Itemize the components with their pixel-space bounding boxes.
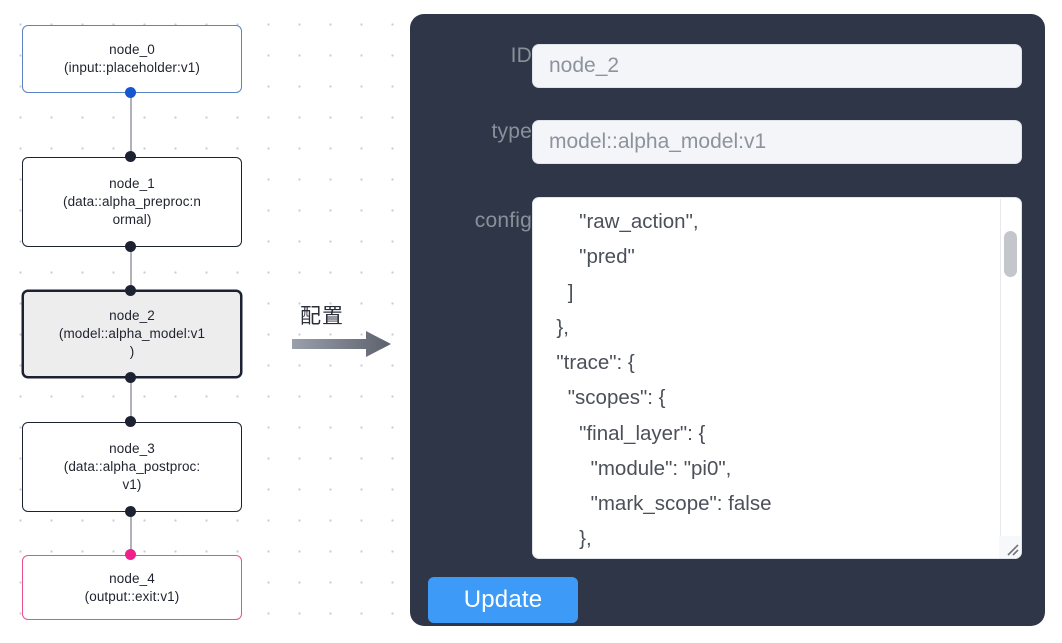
edge-node1-node2 (130, 246, 132, 292)
config-scrollbar-track[interactable] (1000, 199, 1020, 557)
graph-node-node_1[interactable]: node_1 (data::alpha_preproc:n ormal) (22, 157, 242, 247)
graph-node-node_3[interactable]: node_3 (data::alpha_postproc: v1) (22, 422, 242, 512)
graph-node-node_0[interactable]: node_0 (input::placeholder:v1) (22, 25, 242, 93)
type-field-label: type (491, 120, 532, 143)
node-handle-node_1-target[interactable] (125, 151, 136, 162)
config-scrollbar-thumb[interactable] (1004, 231, 1017, 277)
id-field-label: ID (510, 44, 532, 67)
graph-node-label: node_0 (input::placeholder:v1) (64, 42, 200, 75)
textarea-resize-handle[interactable] (999, 536, 1021, 558)
graph-node-label: node_3 (data::alpha_postproc: v1) (63, 441, 201, 492)
node-handle-node_1-source[interactable] (125, 241, 136, 252)
config-textarea-wrap: "raw_action", "pred" ] }, "trace": { "sc… (532, 197, 1022, 559)
node-config-panel: ID type config "raw_action", "pred" ] },… (410, 14, 1045, 626)
graph-node-label: node_2 (model::alpha_model:v1 ) (58, 308, 206, 359)
graph-node-label: node_1 (data::alpha_preproc:n ormal) (62, 176, 202, 227)
annotation-arrow-group: 配置 (288, 300, 398, 360)
field-row-config: config "raw_action", "pred" ] }, "trace"… (428, 197, 1022, 559)
config-field-label: config (474, 209, 532, 232)
config-textarea[interactable]: "raw_action", "pred" ] }, "trace": { "sc… (532, 197, 1022, 559)
graph-node-node_4[interactable]: node_4 (output::exit:v1) (22, 555, 242, 620)
edge-node3-node4 (130, 511, 132, 555)
update-button-label: Update (463, 586, 543, 613)
update-button[interactable]: Update (428, 577, 578, 623)
annotation-caption: 配置 (300, 304, 344, 328)
id-input[interactable] (532, 44, 1022, 88)
node-handle-node_2-target[interactable] (125, 285, 136, 296)
node-handle-node_2-source[interactable] (125, 372, 136, 383)
type-input[interactable] (532, 120, 1022, 164)
right-arrow-icon (292, 331, 391, 357)
node-handle-node_0-source[interactable] (125, 87, 136, 98)
edge-node0-node1 (130, 93, 132, 162)
field-row-id: ID (428, 44, 1022, 88)
graph-node-label: node_4 (output::exit:v1) (84, 570, 180, 604)
resize-grip-icon (1007, 544, 1019, 556)
field-row-type: type (428, 120, 1022, 164)
node-handle-node_4-target[interactable] (125, 549, 136, 560)
node-handle-node_3-target[interactable] (125, 416, 136, 427)
node-handle-node_3-source[interactable] (125, 506, 136, 517)
graph-node-node_2[interactable]: node_2 (model::alpha_model:v1 ) (22, 290, 242, 378)
edge-node2-node3 (130, 377, 132, 421)
